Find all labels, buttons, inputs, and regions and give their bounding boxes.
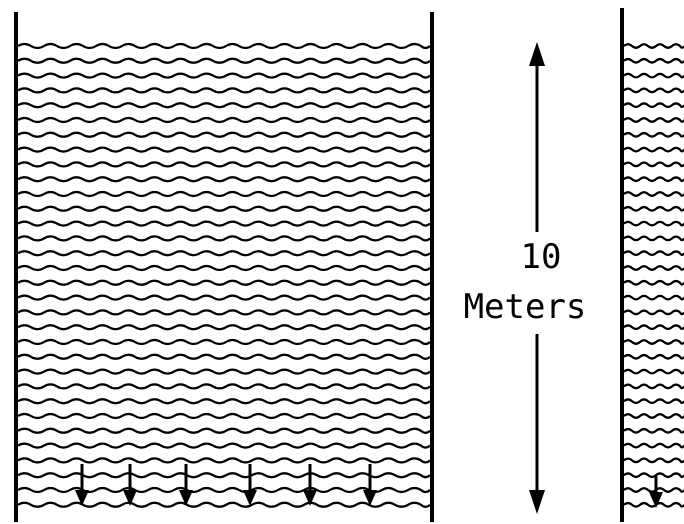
wave-line-icon	[17, 250, 431, 257]
wave-line-icon	[623, 250, 684, 257]
wave-line-icon	[17, 457, 431, 464]
down-arrow-icon	[75, 464, 89, 506]
wave-line-icon	[623, 131, 684, 138]
wave-line-icon	[17, 190, 431, 198]
wave-line-icon	[623, 442, 684, 449]
wave-line-icon	[623, 324, 684, 331]
wide-tank-pressure-arrows	[75, 464, 377, 506]
wave-line-icon	[623, 353, 684, 360]
wave-line-icon	[17, 472, 431, 479]
down-arrow-icon	[123, 464, 137, 506]
wave-line-icon	[623, 501, 684, 508]
wave-line-icon	[623, 294, 684, 301]
wave-line-icon	[623, 398, 684, 405]
wave-line-icon	[17, 442, 431, 449]
dimension-arrow-down-head	[529, 490, 545, 514]
wave-line-icon	[623, 220, 684, 227]
wave-line-icon	[623, 487, 684, 493]
wave-line-icon	[623, 235, 684, 242]
wave-line-icon	[17, 264, 431, 272]
narrow-tank-pressure-arrows	[649, 476, 663, 508]
wave-line-icon	[17, 116, 431, 124]
wave-line-icon	[623, 383, 684, 390]
wave-line-icon	[17, 176, 431, 183]
wave-line-icon	[17, 220, 431, 227]
wave-line-icon	[623, 472, 684, 479]
down-arrow-icon	[303, 464, 317, 506]
wave-line-icon	[17, 398, 431, 405]
height-unit-label: Meters	[440, 290, 610, 324]
wave-line-icon	[17, 353, 431, 360]
wave-line-icon	[17, 87, 431, 94]
down-arrow-icon	[179, 464, 193, 506]
wave-line-icon	[623, 368, 684, 375]
wave-line-icon	[17, 501, 431, 508]
dimension-arrow-up-head	[529, 42, 545, 66]
wave-line-icon	[17, 102, 431, 109]
wave-line-icon	[17, 57, 431, 64]
wave-line-icon	[623, 427, 684, 434]
wave-line-icon	[17, 427, 431, 434]
wave-line-icon	[623, 205, 684, 212]
wave-line-icon	[17, 161, 431, 168]
wave-line-icon	[17, 72, 431, 79]
wave-line-icon	[623, 102, 684, 109]
wave-line-icon	[17, 338, 431, 346]
wave-line-icon	[623, 457, 684, 464]
wave-line-icon	[623, 146, 684, 153]
wave-line-icon	[623, 72, 684, 79]
wave-line-icon	[17, 279, 431, 286]
wide-tank	[14, 12, 434, 522]
narrow-tank	[620, 8, 684, 522]
wave-line-icon	[623, 176, 684, 183]
down-arrow-icon	[649, 476, 663, 508]
wide-tank-water	[17, 42, 431, 508]
wave-line-icon	[623, 265, 684, 271]
wave-line-icon	[17, 131, 431, 138]
wave-line-icon	[17, 294, 431, 301]
wave-line-icon	[623, 413, 684, 419]
wave-line-icon	[17, 383, 431, 390]
wave-line-icon	[623, 339, 684, 345]
wave-line-icon	[17, 235, 431, 242]
narrow-tank-water	[623, 43, 684, 508]
wave-line-icon	[17, 42, 431, 50]
wave-line-icon	[623, 43, 684, 49]
wave-line-icon	[17, 146, 431, 153]
down-arrow-icon	[363, 464, 377, 506]
wave-line-icon	[17, 324, 431, 331]
wave-line-icon	[623, 117, 684, 123]
wave-line-icon	[623, 57, 684, 64]
wave-line-icon	[623, 161, 684, 168]
wave-line-icon	[623, 309, 684, 316]
down-arrow-icon	[243, 464, 257, 506]
wave-line-icon	[17, 309, 431, 316]
wave-line-icon	[17, 412, 431, 420]
wave-line-icon	[623, 279, 684, 286]
wave-line-icon	[17, 368, 431, 375]
height-value-label: 10	[486, 240, 596, 274]
wave-line-icon	[623, 191, 684, 197]
wave-line-icon	[623, 87, 684, 94]
height-dimension	[529, 42, 545, 514]
wave-line-icon	[17, 205, 431, 212]
